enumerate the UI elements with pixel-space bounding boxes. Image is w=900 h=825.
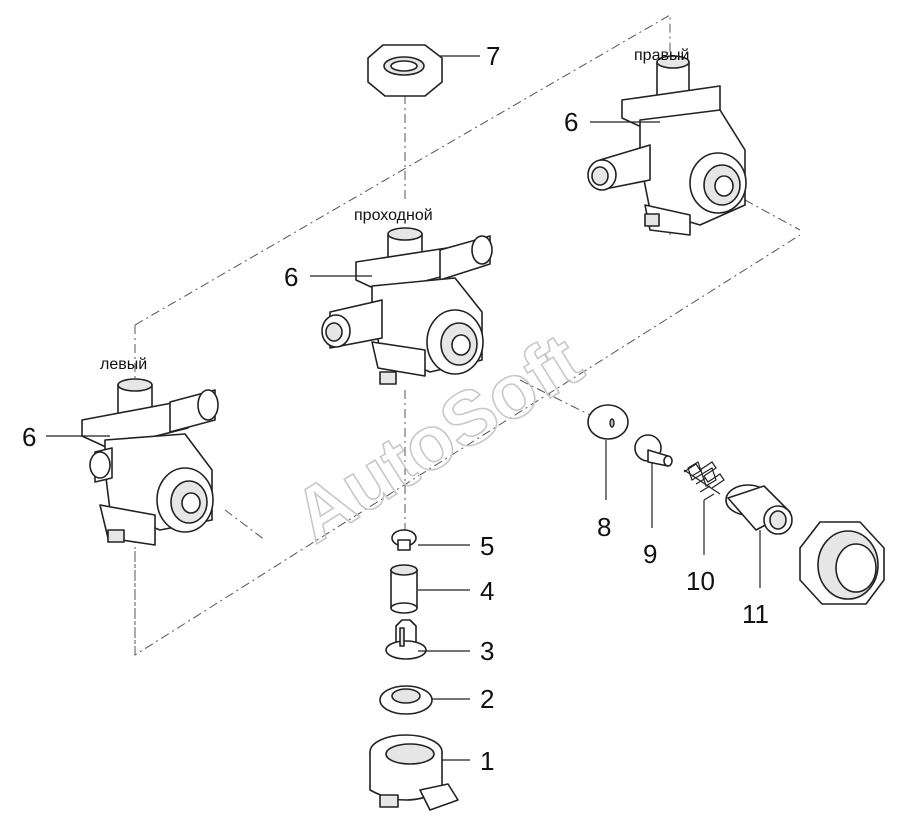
callout-6-pass: 6 <box>284 262 298 292</box>
callout-2: 2 <box>480 684 494 714</box>
callout-6-right: 6 <box>564 107 578 137</box>
part-2-washer <box>379 685 433 715</box>
part-6-left-valve <box>81 378 219 546</box>
callout-9: 9 <box>643 539 657 569</box>
callout-5: 5 <box>480 531 494 561</box>
part-1-clamp <box>369 734 459 811</box>
callout-8: 8 <box>597 512 611 542</box>
part-6-pass-valve <box>321 227 493 385</box>
part-11-plug <box>725 484 793 535</box>
part-8-disc <box>587 404 629 440</box>
valve-labels: правый проходной левый <box>100 47 689 373</box>
part-4-sleeve <box>390 564 418 614</box>
label-pass-valve: проходной <box>354 207 433 224</box>
callout-1: 1 <box>480 746 494 776</box>
callout-11: 11 <box>742 599 769 629</box>
callouts: 7 6 6 6 5 4 3 2 1 8 9 10 11 <box>22 41 769 776</box>
union-nut <box>799 521 885 605</box>
callout-7: 7 <box>486 41 500 71</box>
part-3-insert <box>385 619 427 660</box>
part-10-spring <box>683 461 725 501</box>
leader-lines <box>46 55 761 761</box>
part-7-nut <box>367 44 443 97</box>
part-9-valve-stem <box>634 434 673 467</box>
part-6-right-valve <box>587 55 747 236</box>
part-5-cap <box>391 529 417 551</box>
label-right-valve: правый <box>634 47 689 64</box>
callout-10: 10 <box>686 566 715 596</box>
label-left-valve: левый <box>100 356 147 373</box>
callout-4: 4 <box>480 576 494 606</box>
callout-3: 3 <box>480 636 494 666</box>
callout-6-left: 6 <box>22 422 36 452</box>
